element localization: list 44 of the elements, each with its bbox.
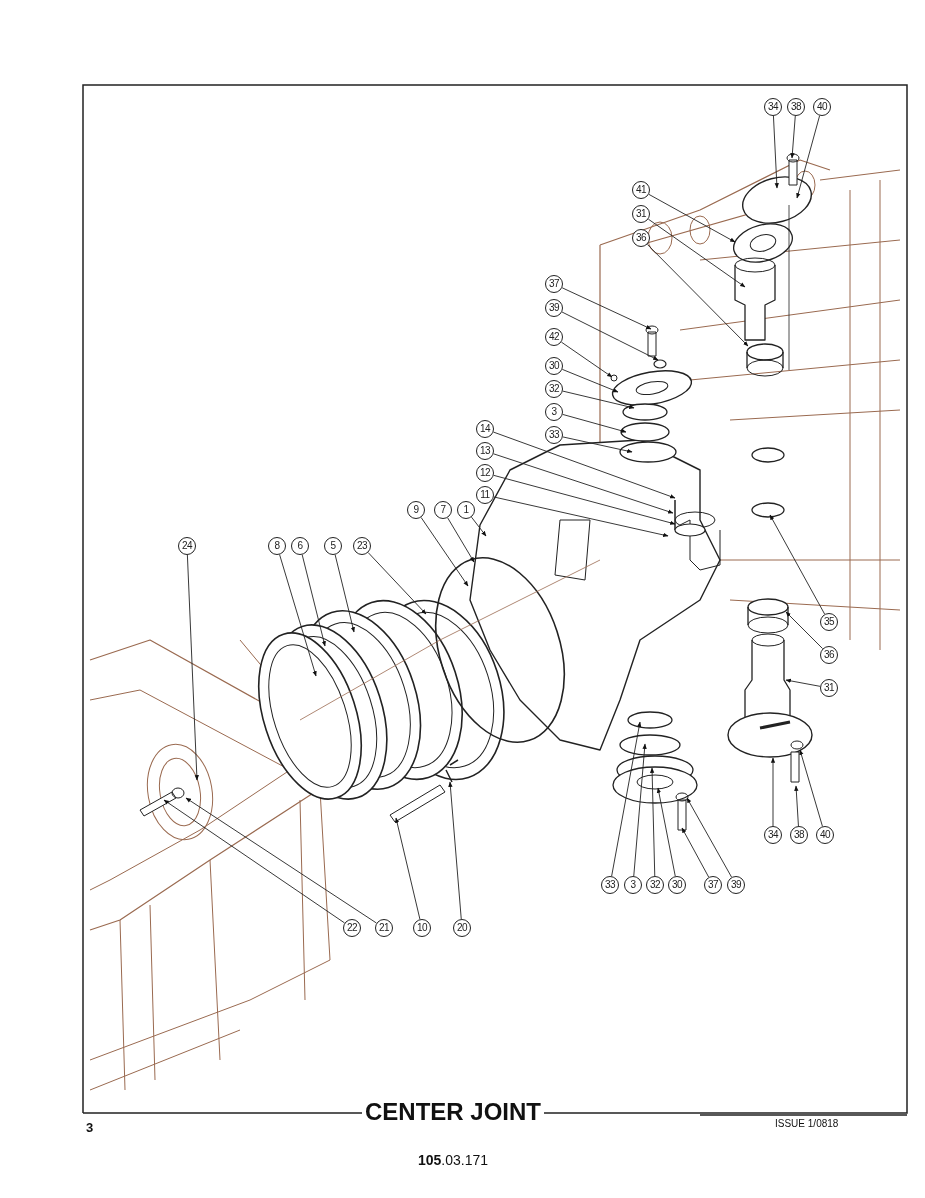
- document-number: 105.03.171: [418, 1152, 489, 1168]
- callout-number: 22: [343, 919, 361, 937]
- callout-number: 36: [820, 646, 838, 664]
- callout-number: 23: [353, 537, 371, 555]
- callout-number: 33: [545, 426, 563, 444]
- callout-number: 37: [704, 876, 722, 894]
- callout-number: 38: [790, 826, 808, 844]
- callout-number: 20: [453, 919, 471, 937]
- callout-number: 5: [324, 537, 342, 555]
- callout-number: 37: [545, 275, 563, 293]
- callout-number: 6: [291, 537, 309, 555]
- callout-number: 24: [178, 537, 196, 555]
- callout-number: 33: [601, 876, 619, 894]
- callout-number: 35: [820, 613, 838, 631]
- callout-number: 30: [668, 876, 686, 894]
- callout-number: 32: [646, 876, 664, 894]
- callout-number: 31: [632, 205, 650, 223]
- callout-number: 8: [268, 537, 286, 555]
- callout-number: 34: [764, 826, 782, 844]
- callout-number: 31: [820, 679, 838, 697]
- callout-number: 42: [545, 328, 563, 346]
- callout-number: 3: [624, 876, 642, 894]
- callout-number: 32: [545, 380, 563, 398]
- callout-number: 41: [632, 181, 650, 199]
- callout-number: 21: [375, 919, 393, 937]
- callout-number: 14: [476, 420, 494, 438]
- issue-note: ISSUE 1/0818: [775, 1118, 839, 1129]
- callout-number: 10: [413, 919, 431, 937]
- callout-number: 30: [545, 357, 563, 375]
- callout-number: 39: [545, 299, 563, 317]
- page-number: 3: [86, 1120, 94, 1135]
- callout-number: 9: [407, 501, 425, 519]
- callout-number: 13: [476, 442, 494, 460]
- callout-number: 3: [545, 403, 563, 421]
- callout-number: 36: [632, 229, 650, 247]
- callout-number: 40: [813, 98, 831, 116]
- callout-number: 38: [787, 98, 805, 116]
- callout-number: 11: [476, 486, 494, 504]
- callout-number: 7: [434, 501, 452, 519]
- callout-number: 34: [764, 98, 782, 116]
- callout-number: 1: [457, 501, 475, 519]
- callout-number: 39: [727, 876, 745, 894]
- callout-number: 12: [476, 464, 494, 482]
- callout-number: 40: [816, 826, 834, 844]
